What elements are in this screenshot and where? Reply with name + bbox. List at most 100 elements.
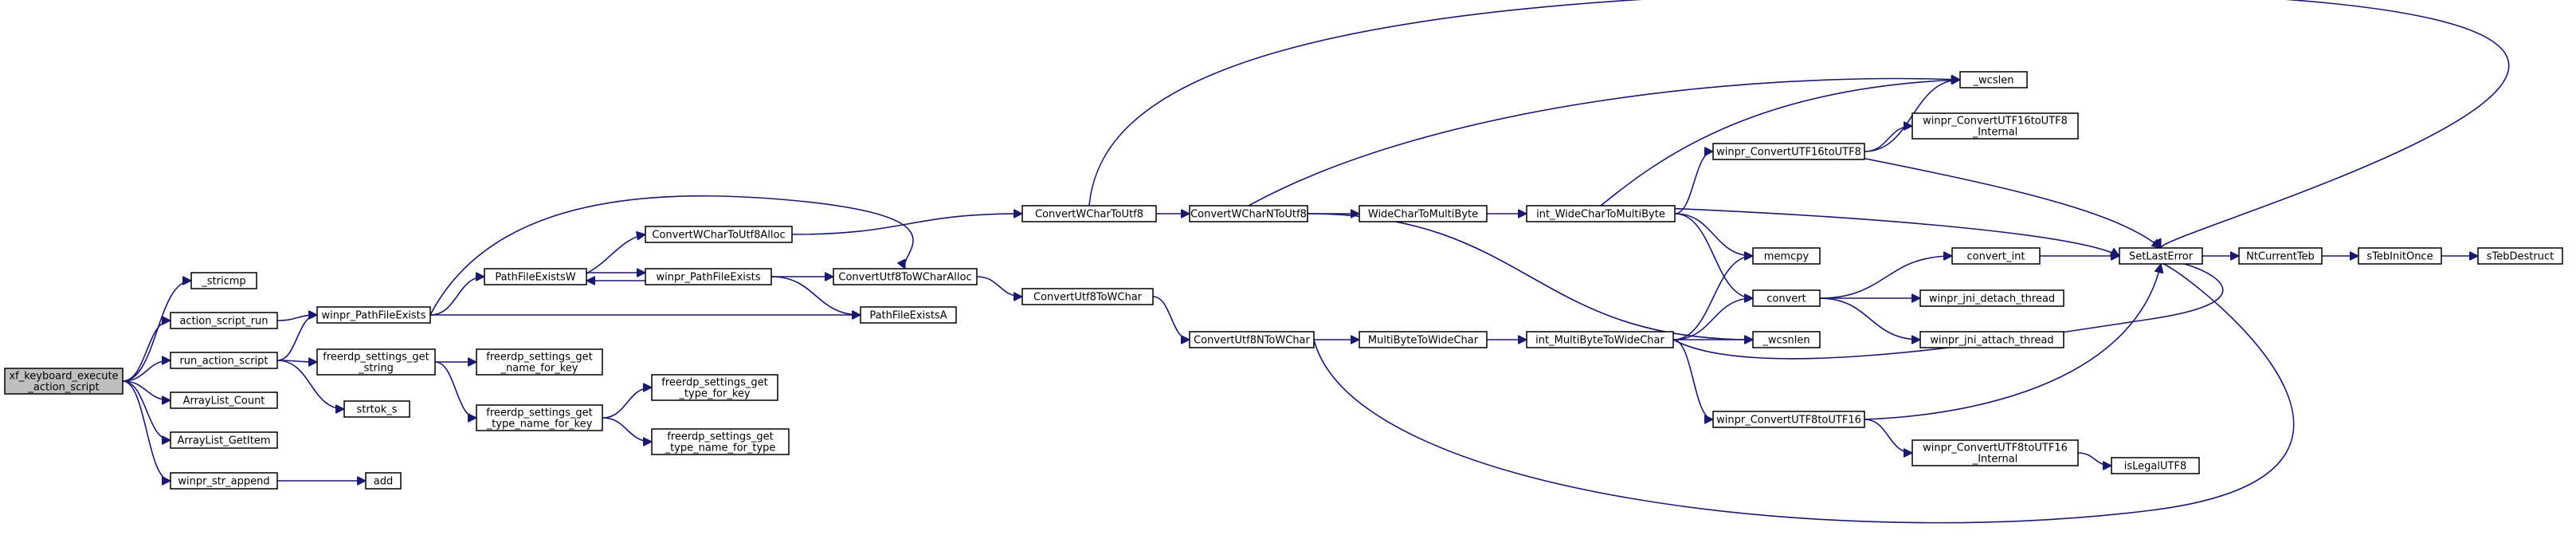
function-node[interactable]: ArrayList_GetItem <box>170 431 278 449</box>
function-node[interactable]: WideCharToMultiByte <box>1359 205 1488 222</box>
function-node[interactable]: sTebInitOnce <box>2358 247 2442 265</box>
function-node[interactable]: SetLastError <box>2119 247 2203 265</box>
call-edge-n15-to-n19 <box>770 276 861 315</box>
node-label: _wcslen <box>1973 75 2014 87</box>
function-node[interactable]: sTebDestruct <box>2477 247 2563 265</box>
function-node[interactable]: memcpy <box>1752 247 1821 265</box>
root-function-node[interactable]: xf_keyboard_execute_action_script <box>4 368 124 395</box>
call-edge-n7-to-n11 <box>429 277 484 316</box>
call-edge-n0-to-n2 <box>122 321 171 382</box>
node-label: _type_name_for_key <box>486 419 593 431</box>
node-label: ArrayList_GetItem <box>178 435 271 447</box>
function-node[interactable]: convert_int <box>1951 247 2041 265</box>
node-box <box>1951 247 2041 265</box>
node-label: run_action_script <box>179 356 268 368</box>
call-edge-n30-to-n35 <box>1819 256 1952 299</box>
function-node[interactable]: winpr_ConvertUTF16toUTF8 <box>1712 143 1865 160</box>
node-box <box>2477 247 2563 265</box>
call-edge-n26-to-n30 <box>1674 213 1753 298</box>
node-box <box>316 306 431 324</box>
function-node[interactable]: convert <box>1752 289 1821 307</box>
function-node[interactable]: int_MultiByteToWideChar <box>1526 331 1674 348</box>
function-node[interactable]: ArrayList_Count <box>170 391 278 409</box>
node-box <box>1021 205 1157 222</box>
node-label: freerdp_settings_get <box>486 352 592 364</box>
node-box <box>1526 331 1674 348</box>
call-edge-n7-to-n18 <box>429 195 914 316</box>
node-label: freerdp_settings_get <box>486 407 592 419</box>
node-box <box>476 404 603 431</box>
function-node[interactable]: ConvertUtf8ToWChar <box>1021 288 1154 305</box>
call-edge-n27-to-n30 <box>1672 298 1753 340</box>
function-node[interactable]: PathFileExistsW <box>484 268 587 285</box>
call-edge-n11-to-n14 <box>586 234 645 274</box>
node-box <box>484 268 587 285</box>
node-label: _string <box>358 363 394 375</box>
node-box <box>1752 289 1821 307</box>
node-label: _Internal <box>1972 454 2018 466</box>
function-node[interactable]: int_WideCharToMultiByte <box>1526 205 1676 222</box>
node-box <box>1359 331 1488 348</box>
function-node[interactable]: isLegalUTF8 <box>2111 457 2200 474</box>
node-label: PathFileExistsA <box>869 310 947 322</box>
function-node[interactable]: ConvertUtf8NToWChar <box>1189 331 1315 348</box>
node-box <box>1021 288 1154 305</box>
node-box <box>645 268 772 285</box>
function-node[interactable]: freerdp_settings_get_type_name_for_type <box>651 428 790 455</box>
function-node[interactable]: ConvertWCharNToUtf8 <box>1189 205 1308 222</box>
node-label: ConvertWCharToUtf8 <box>1035 209 1143 221</box>
call-edge-n38-to-n40 <box>2077 452 2112 466</box>
call-edge-n18-to-n21 <box>976 276 1022 297</box>
node-label: ConvertUtf8ToWChar <box>1033 292 1143 304</box>
node-label: int_MultiByteToWideChar <box>1535 335 1664 347</box>
function-node[interactable]: ConvertWCharToUtf8Alloc <box>645 226 793 243</box>
function-node[interactable]: NtCurrentTeb <box>2238 247 2323 265</box>
call-edge-n0-to-n1 <box>122 281 192 382</box>
node-box <box>170 472 278 490</box>
node-box <box>1712 143 1865 160</box>
node-label: memcpy <box>1764 251 1809 263</box>
node-box <box>170 431 278 449</box>
node-label: winpr_PathFileExists <box>656 272 760 284</box>
call-edge-n0-to-n4 <box>122 380 171 400</box>
function-node[interactable]: freerdp_settings_get_type_name_for_key <box>476 404 603 431</box>
function-node[interactable]: _wcslen <box>1959 71 2028 89</box>
node-label: winpr_ConvertUTF8toUTF16 <box>1716 415 1861 427</box>
node-label: winpr_ConvertUTF16toUTF8 <box>1923 116 2068 128</box>
node-label: freerdp_settings_get <box>661 377 767 389</box>
function-node[interactable]: winpr_jni_detach_thread <box>1919 289 2064 307</box>
call-edge-n0-to-n6 <box>122 380 171 481</box>
call-edge-n26-to-n29 <box>1674 213 1753 256</box>
call-edge-n28-to-n34 <box>1864 126 1912 152</box>
function-node[interactable]: freerdp_settings_get_type_for_key <box>651 374 778 401</box>
node-box <box>190 272 257 289</box>
call-edge-n3-to-n7 <box>276 315 318 361</box>
function-node[interactable]: PathFileExistsA <box>860 306 957 324</box>
node-label: PathFileExistsW <box>495 272 575 284</box>
function-node[interactable]: winpr_jni_attach_thread <box>1919 331 2064 348</box>
function-node[interactable]: winpr_ConvertUTF8toUTF16 <box>1712 411 1865 428</box>
function-node[interactable]: winpr_str_append <box>170 472 278 490</box>
function-node[interactable]: ConvertWCharToUtf8 <box>1021 205 1157 222</box>
function-node[interactable]: freerdp_settings_get_name_for_key <box>476 348 603 376</box>
node-label: convert_int <box>1967 251 2025 263</box>
function-node[interactable]: action_script_run <box>170 312 278 329</box>
function-node[interactable]: strtok_s <box>343 400 410 418</box>
function-node[interactable]: add <box>365 472 402 490</box>
node-box <box>833 268 978 285</box>
node-label: _type_name_for_type <box>665 443 776 454</box>
function-node[interactable]: ConvertUtf8ToWCharAlloc <box>833 268 978 285</box>
call-edge-n2-to-n7 <box>276 315 317 321</box>
function-node[interactable]: run_action_script <box>170 352 278 369</box>
node-box <box>1911 112 2079 140</box>
function-node[interactable]: _stricmp <box>190 272 257 289</box>
call-edge-n27-to-n29 <box>1672 256 1753 340</box>
function-node[interactable]: winpr_PathFileExists <box>316 306 431 324</box>
function-node[interactable]: _wcsnlen <box>1752 331 1821 348</box>
function-node[interactable]: MultiByteToWideChar <box>1359 331 1488 348</box>
node-label: action_script_run <box>179 316 268 328</box>
function-node[interactable]: freerdp_settings_get_string <box>316 348 436 376</box>
function-node[interactable]: winpr_PathFileExists <box>645 268 772 285</box>
function-node[interactable]: winpr_ConvertUTF8toUTF16_Internal <box>1911 439 2079 466</box>
function-node[interactable]: winpr_ConvertUTF16toUTF8_Internal <box>1911 112 2079 140</box>
